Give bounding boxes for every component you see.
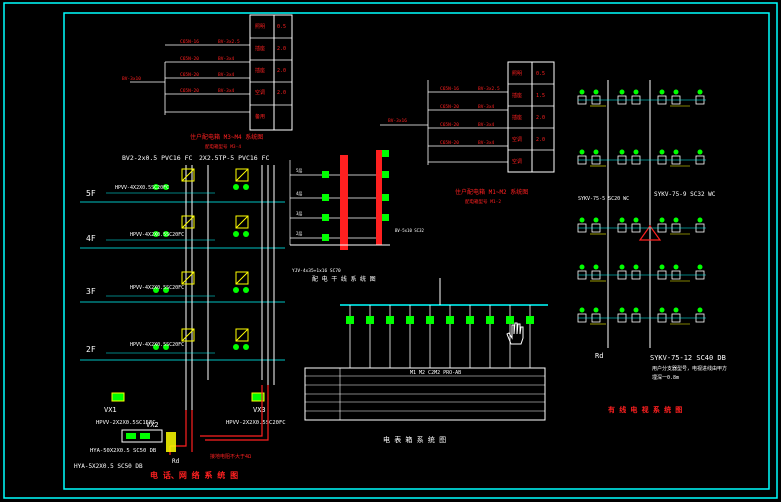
floor-3f-label: 3F <box>86 287 96 296</box>
vx1-box <box>111 392 125 402</box>
svg-text:BV-3x4: BV-3x4 <box>218 72 235 78</box>
meter-table-header: M1 M2 C2M2 PRO-AB <box>410 370 461 376</box>
cable-label-top-a: BV2-2x0.5 PVC16 FC <box>122 154 193 162</box>
floor-4f-label: 4F <box>86 234 96 243</box>
ground-label-right: Rd <box>595 352 603 360</box>
svg-text:3层: 3层 <box>296 210 302 216</box>
svg-text:HPVV-4X2X0.5SC20FC: HPVV-4X2X0.5SC20FC <box>130 285 184 291</box>
svg-text:YJV-4x35+1x16 SC70: YJV-4x35+1x16 SC70 <box>292 268 341 274</box>
svg-text:插座: 插座 <box>512 114 522 121</box>
bottom-cable-c: HPVV-2X2X0.5SC20FC <box>226 420 286 426</box>
outer-frame <box>3 2 778 499</box>
svg-text:照明: 照明 <box>255 24 265 30</box>
svg-text:2.0: 2.0 <box>536 115 545 121</box>
svg-text:BV-3x2.5: BV-3x2.5 <box>478 86 500 92</box>
panel-m3-m4: 照明 0.5 插座 2.0 插座 2.0 空调 2.0 备用 BV-3x10 C65N-… <box>122 14 293 150</box>
floor-outlet-group <box>106 271 249 297</box>
svg-text:空调: 空调 <box>512 136 522 143</box>
floor-outlet-group <box>106 328 249 354</box>
meter-box-diagram: M1 M2 C2M2 PRO-AB 电 表 箱 系 统 图 <box>304 278 548 444</box>
svg-text:空调: 空调 <box>255 89 265 96</box>
svg-text:HPVV-4X2X0.5SC20FC: HPVV-4X2X0.5SC20FC <box>115 185 169 191</box>
svg-text:C65N-20: C65N-20 <box>180 88 199 94</box>
bottom-cable-b: HPVV-2X2X0.5SC15FC <box>96 420 156 426</box>
svg-text:BV-3x4: BV-3x4 <box>478 122 495 128</box>
ground-label-left: Rd <box>172 458 180 465</box>
phone-network-riser: 5F 4F 3F 2F BV2-2x0.5 PVC16 FC 2X2.5TP-5… <box>74 154 286 480</box>
floor-outlet-group <box>106 168 249 194</box>
svg-text:2.0: 2.0 <box>277 90 286 96</box>
svg-text:0.5: 0.5 <box>277 24 286 30</box>
panel-m1-m2-subtitle: 配电箱型号 M1-2 <box>465 198 501 205</box>
svg-text:1.5: 1.5 <box>536 93 545 99</box>
svg-text:空调: 空调 <box>512 158 522 165</box>
svg-text:BV-5x10 SC32: BV-5x10 SC32 <box>395 228 424 233</box>
tv-outlet-group <box>577 89 706 107</box>
svg-text:C65N-20: C65N-20 <box>180 56 199 62</box>
svg-text:0.5: 0.5 <box>536 71 545 77</box>
panel-m1-m2-title: 住户配电箱 M1~M2 系统图 <box>455 188 528 196</box>
cable-label-top-b: 2X2.5TP-5 PVC16 FC <box>199 154 270 162</box>
svg-text:BV-3x2.5: BV-3x2.5 <box>218 39 240 45</box>
svg-text:2.0: 2.0 <box>277 46 286 52</box>
svg-text:4层: 4层 <box>296 190 302 196</box>
svg-text:照明: 照明 <box>512 71 522 77</box>
hand-cursor-icon <box>506 322 524 345</box>
bottom-note: HYA-5X2X0.5 SC50 DB <box>74 463 143 470</box>
svg-text:BV-3x4: BV-3x4 <box>478 140 495 146</box>
tv-outlet-group <box>577 217 706 235</box>
tv-cable-a: SYKV-75-5 SC20 WC <box>578 196 629 202</box>
phone-network-title: 电 话、网 络 系 统 图 <box>150 470 238 480</box>
floor-outlet-group <box>106 215 249 241</box>
svg-text:BV-3x16: BV-3x16 <box>388 118 407 124</box>
tv-outlet-group <box>577 264 706 282</box>
vx2-label: VX2 <box>146 421 159 429</box>
svg-text:插座: 插座 <box>512 92 522 99</box>
svg-text:C65N-20: C65N-20 <box>180 72 199 78</box>
tv-cable-c: SYKV-75-12 SC40 DB <box>650 354 726 362</box>
svg-text:BV-3x10: BV-3x10 <box>122 76 141 82</box>
svg-text:接地电阻不大于4Ω: 接地电阻不大于4Ω <box>210 453 251 460</box>
panel-m3-m4-subtitle: 配电箱型号 M3-4 <box>205 143 241 150</box>
svg-text:5层: 5层 <box>296 167 302 173</box>
svg-text:C65N-20: C65N-20 <box>440 104 459 110</box>
cable-tv-diagram: SYKV-75-5 SC20 WC SYKV-75-9 SC32 WC SYKV… <box>578 80 727 414</box>
svg-text:插座: 插座 <box>255 67 265 74</box>
svg-text:C65N-16: C65N-16 <box>180 39 199 45</box>
main-distribution-box <box>121 429 163 443</box>
cable-tv-title: 有 线 电 视 系 统 图 <box>608 405 682 414</box>
svg-text:HPVV-4X2X0.5SC20FC: HPVV-4X2X0.5SC20FC <box>130 232 184 238</box>
trunk-title: 配 电 干 线 系 统 图 <box>312 275 376 283</box>
meter-box-title: 电 表 箱 系 统 图 <box>383 435 446 444</box>
svg-text:2.0: 2.0 <box>536 137 545 143</box>
svg-text:C65N-20: C65N-20 <box>440 122 459 128</box>
tv-cable-b: SYKV-75-9 SC32 WC <box>654 191 716 198</box>
floor-5f-label: 5F <box>86 189 96 198</box>
tv-outlet-group <box>577 149 706 167</box>
svg-text:备用: 备用 <box>255 113 265 120</box>
svg-text:BV-3x4: BV-3x4 <box>218 56 235 62</box>
tv-outlet-group <box>577 307 706 325</box>
panel-m3-m4-title: 住户配电箱 M3~M4 系统图 <box>190 133 263 141</box>
svg-text:C65N-20: C65N-20 <box>440 140 459 146</box>
inner-frame <box>63 12 770 490</box>
vx3-box <box>251 392 265 402</box>
vx1-label: VX1 <box>104 406 117 414</box>
svg-text:BV-3x4: BV-3x4 <box>478 104 495 110</box>
vx3-label: VX3 <box>253 406 266 414</box>
tv-note2: 埋深一0.8m <box>652 374 679 381</box>
svg-text:C65N-16: C65N-16 <box>440 86 459 92</box>
svg-text:2.0: 2.0 <box>277 68 286 74</box>
svg-text:HPVV-4X2X0.5SC20FC: HPVV-4X2X0.5SC20FC <box>130 342 184 348</box>
svg-text:2层: 2层 <box>296 230 302 236</box>
trunk-riser: 5层 4层 3层 2层 YJV-4x35+1x16 SC70 BV-5x10 SC3… <box>289 150 424 283</box>
bottom-cable-a: HYA-50X2X0.5 SC50 DB <box>90 448 157 454</box>
tv-note: 用户分支器型号，电视进线由甲方 <box>652 365 727 372</box>
floor-2f-label: 2F <box>86 345 96 354</box>
svg-text:BV-3x4: BV-3x4 <box>218 88 235 94</box>
panel-m1-m2: 照明 0.5 插座 1.5 插座 2.0 空调 2.0 空调 BV-3x16 C65N-… <box>380 61 555 205</box>
svg-text:插座: 插座 <box>255 45 265 52</box>
